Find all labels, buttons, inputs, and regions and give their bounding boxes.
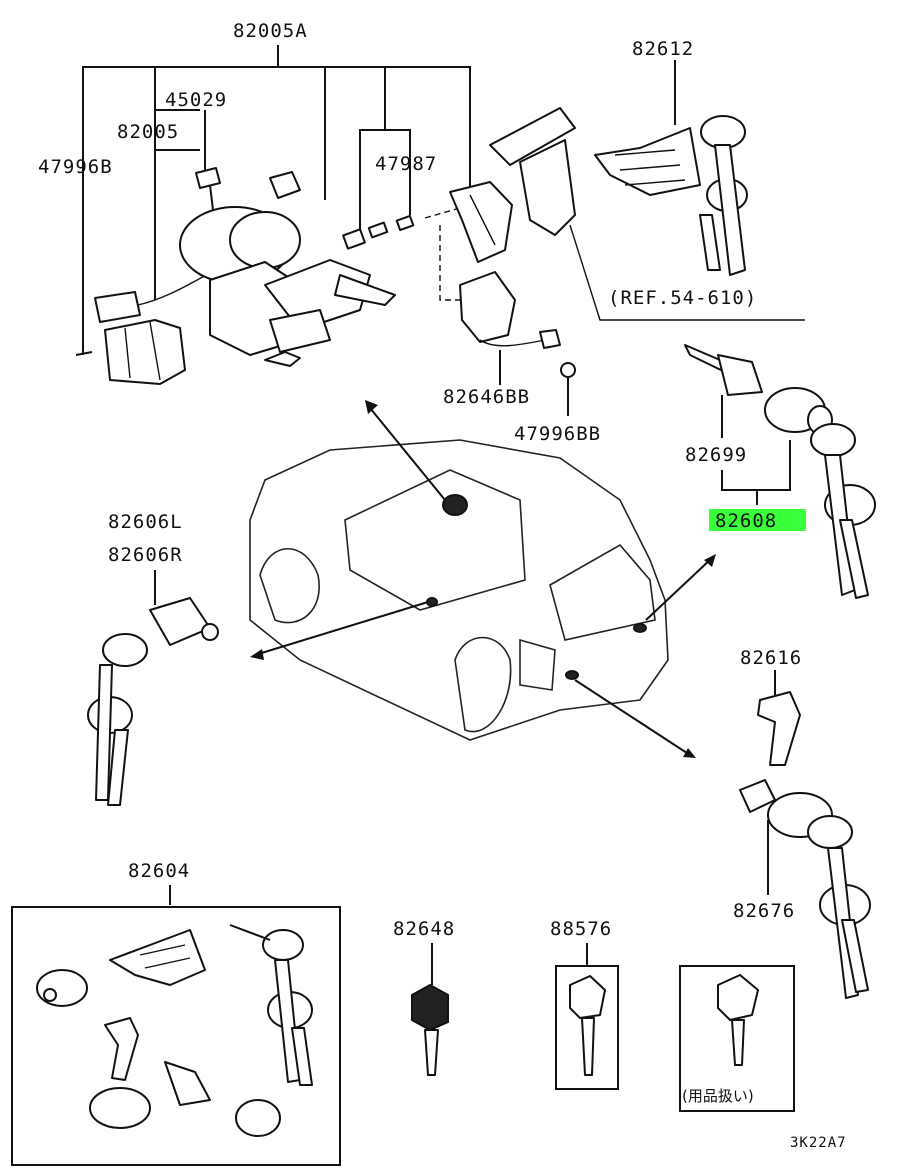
label-82676: 82676 [733,900,795,922]
label-47996BB: 47996BB [514,423,601,445]
vehicle-outline [249,439,669,741]
label-82005A: 82005A [233,20,308,42]
label-47996B: 47996B [38,156,113,178]
tailgate-lock-82676 [739,779,871,999]
label-accessory-note: (用品扱い) [682,1087,754,1105]
lock-cylinder-82612 [489,60,805,321]
label-47987: 47987 [375,153,437,175]
label-82606R: 82606R [108,544,183,566]
leader-lines-82005A [82,45,471,355]
label-82646BB: 82646BB [443,386,530,408]
label-82608: 82608 [715,510,777,532]
label-diagram-code: 3K22A7 [790,1135,847,1151]
key-ring-bezel [439,181,513,301]
label-82005: 82005 [117,121,179,143]
label-82604: 82604 [128,860,190,882]
key-88576 [555,943,619,1090]
label-82648: 82648 [393,918,455,940]
label-82699: 82699 [685,444,747,466]
ignition-switch [459,271,576,416]
label-82606L: 82606L [108,511,183,533]
lock-kit-82604 [11,885,341,1166]
door-lock-82606 [87,570,219,806]
retainer-82616 [757,670,801,766]
accessory-key-box [679,965,795,1112]
label-ref-54-610: (REF.54-610) [608,287,757,309]
label-82616: 82616 [740,647,802,669]
ignition-lock-assembly [75,167,461,385]
lock-set-82608 [684,344,876,599]
highlight-82608 [709,509,806,531]
label-45029: 45029 [165,89,227,111]
key-82648 [411,943,449,1076]
location-arrows [250,400,716,758]
label-82612: 82612 [632,38,694,60]
label-88576: 88576 [550,918,612,940]
